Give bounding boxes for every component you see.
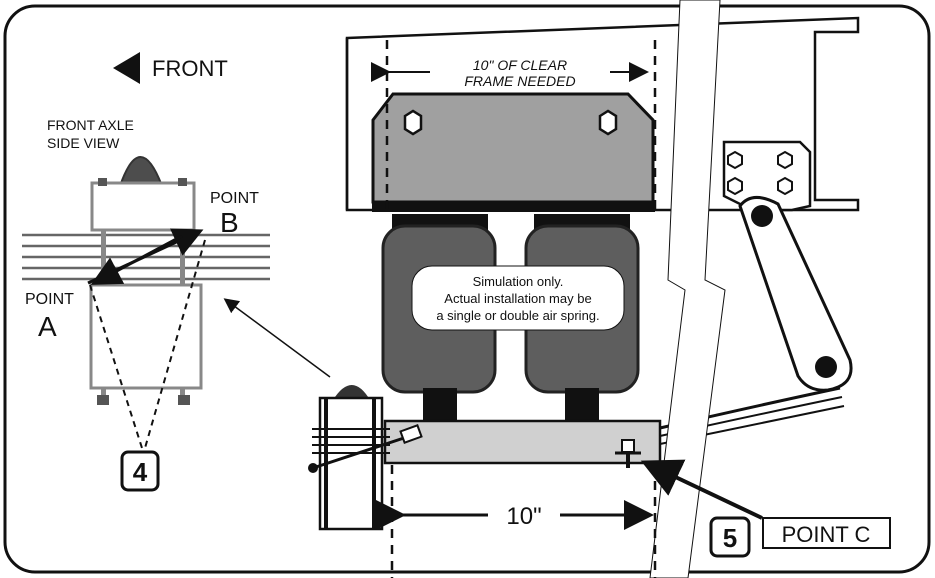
upper-bracket <box>371 92 655 204</box>
axle-lower-block <box>89 283 203 390</box>
clearance-line2: FRAME NEEDED <box>464 73 575 89</box>
step-4-number: 4 <box>133 457 148 487</box>
point-b-word: POINT <box>210 190 259 207</box>
axle-side-view <box>22 156 270 449</box>
shackle-arm <box>738 196 853 392</box>
inset-pointer-arrow <box>223 298 331 378</box>
hanger-bolt-icon <box>727 150 793 196</box>
break-band <box>649 0 726 578</box>
axle-view-label-line1: FRONT AXLE <box>47 117 134 133</box>
front-arrow-icon <box>113 52 140 84</box>
shackle-pivot-top <box>751 205 773 227</box>
point-a-word: POINT <box>25 291 74 308</box>
step-5-box <box>709 516 751 558</box>
dimension-label: 10" <box>506 503 541 530</box>
point-c-label: POINT C <box>782 522 871 547</box>
axle-upper-block <box>90 181 196 232</box>
step-5-number: 5 <box>723 523 737 553</box>
lower-bracket <box>383 419 662 465</box>
point-c-arrow <box>640 459 763 520</box>
rear-axle-assembly <box>308 385 423 531</box>
point-b-letter: B <box>220 207 239 238</box>
point-a-letter: A <box>38 311 57 342</box>
simulation-note-box <box>411 265 625 331</box>
note-line2: Actual installation may be <box>444 291 591 306</box>
note-line1: Simulation only. <box>473 274 564 289</box>
axle-view-label-line2: SIDE VIEW <box>47 135 120 151</box>
shackle-pivot-bottom <box>815 356 837 378</box>
lower-bracket-bolt-icon <box>615 439 641 468</box>
step-4-box <box>120 450 160 492</box>
front-label: FRONT <box>152 56 228 81</box>
note-line3: a single or double air spring. <box>436 308 599 323</box>
bracket-bolt-icon <box>403 109 618 136</box>
point-c-box <box>762 517 891 549</box>
clearance-line1: 10" OF CLEAR <box>473 57 567 73</box>
